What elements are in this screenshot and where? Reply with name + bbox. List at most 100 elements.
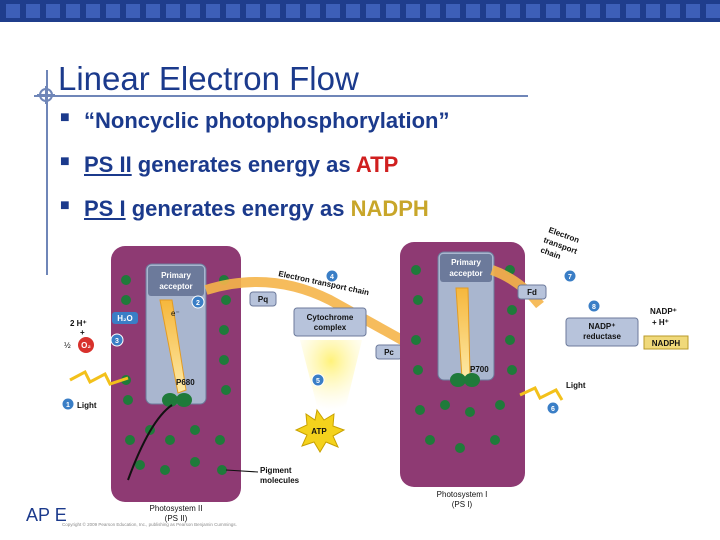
p680-label: P680 <box>176 378 195 387</box>
p700-chlorophyll <box>464 373 480 387</box>
electron-transport-chain-2: Electron transport chain 7 Fd 8 NADP⁺ re… <box>490 225 689 350</box>
pigment-callout: Pigment molecules <box>225 466 300 485</box>
half-label: ½ <box>64 341 71 350</box>
ps1-primary-acceptor-label-1: Primary <box>451 258 481 267</box>
light-left-label: Light <box>77 401 97 410</box>
nadph-box <box>643 335 689 350</box>
atp-label: ATP <box>311 427 327 436</box>
bullet-icon: ■ <box>60 197 70 214</box>
step-5-number: 5 <box>316 378 320 385</box>
photosystem-i: Primary acceptor P700 Photosystem I (PS … <box>400 242 525 509</box>
bullet-list: ■ “Noncyclic photophosphorylation” ■ PS II… <box>60 108 449 240</box>
etc1-flow-arrow <box>204 277 423 355</box>
p700-chlorophyll <box>450 373 466 387</box>
step-5-badge <box>311 373 325 387</box>
step-1-number: 1 <box>66 402 70 409</box>
photosystem-ii: Primary acceptor P680 Photosystem II (PS… <box>111 246 241 523</box>
step-8-number: 8 <box>592 304 596 311</box>
ps2-energy-arrow <box>159 299 187 394</box>
pigment-label-1: Pigment <box>260 466 292 475</box>
atp-highlight: ATP <box>355 152 399 177</box>
step-6-number: 6 <box>551 406 555 413</box>
h2o-label: H₂O <box>117 314 133 323</box>
bullet-text: generates energy as <box>125 196 351 221</box>
bullet-ps1-link[interactable]: PS I <box>84 196 126 221</box>
atp-production: 5 ATP <box>294 340 362 453</box>
vertical-rule <box>46 70 48 275</box>
ps2-primary-acceptor-label-1: Primary <box>161 271 191 280</box>
bullet-noncyclic: ■ “Noncyclic photophosphorylation” <box>60 108 449 152</box>
pigment-label-2: molecules <box>260 476 300 485</box>
step-7-badge <box>563 269 577 283</box>
bullet-ps2: ■ PS II generates energy as ATP <box>60 152 449 196</box>
top-banner <box>0 0 720 22</box>
o2-label: O₂ <box>81 341 91 350</box>
plus-label: + <box>80 328 85 337</box>
nadp-input-label-2: + H⁺ <box>652 318 669 327</box>
ps2-name-1: Photosystem II <box>150 504 203 513</box>
ps1-name-1: Photosystem I <box>437 490 488 499</box>
p680-chlorophyll <box>176 393 192 407</box>
title-underline <box>34 95 528 97</box>
bullet-ps1: ■ PS I generates energy as NADPH <box>60 196 449 240</box>
h-plus-label: 2 H⁺ <box>70 319 87 328</box>
nadp-reductase-label-1: NADP⁺ <box>589 322 616 331</box>
pc-label: Pc <box>384 348 394 357</box>
nadph-highlight: NADPH <box>350 196 429 221</box>
light-right-label: Light <box>566 381 586 390</box>
nadp-reductase-box <box>565 317 639 347</box>
ps2-name-2: (PS II) <box>165 514 188 523</box>
step-3-number: 3 <box>115 338 119 345</box>
light-input-right: Light 6 <box>519 381 586 415</box>
ps2-primary-acceptor-box <box>148 266 204 296</box>
step-4-number: 4 <box>330 274 334 281</box>
atp-glow <box>300 340 362 410</box>
bullet-text: “Noncyclic photophosphorylation” <box>84 108 450 133</box>
ps1-name-2: (PS I) <box>452 500 473 509</box>
step-3-badge <box>110 333 124 347</box>
nadph-label: NADPH <box>652 339 681 348</box>
cytochrome-label-1: Cytochrome <box>307 313 354 322</box>
ps1-pigments <box>411 265 517 453</box>
pq-box <box>249 291 277 307</box>
electron-label: e⁻ <box>171 309 180 318</box>
p680-chlorophyll <box>162 393 178 407</box>
pq-label: Pq <box>258 295 268 304</box>
water-splitting: H₂O 2 H⁺ + ½ O₂ <box>64 312 138 353</box>
step-1-badge <box>61 397 75 411</box>
light-input-left: 1 Light <box>61 369 129 411</box>
fd-label: Fd <box>527 288 537 297</box>
ps1-primary-acceptor-label-2: acceptor <box>449 269 482 278</box>
copyright-text: Copyright © 2009 Pearson Education, Inc.… <box>62 521 237 527</box>
bullet-text: generates energy as <box>131 152 356 177</box>
step-2-number: 2 <box>196 300 200 307</box>
footer-label: AP E <box>26 505 67 525</box>
crosshair-icon <box>37 86 55 104</box>
pigment-leader-line <box>225 469 259 473</box>
bullet-icon: ■ <box>60 153 70 170</box>
nadp-reductase-label-2: reductase <box>583 332 621 341</box>
step-2-badge <box>191 295 205 309</box>
step-6-badge <box>546 401 560 415</box>
bullet-icon: ■ <box>60 109 70 126</box>
step-4-badge <box>325 269 339 283</box>
cytochrome-label-2: complex <box>314 323 347 332</box>
p700-label: P700 <box>470 365 489 374</box>
step-8-badge <box>587 299 601 313</box>
ps2-energy-transfer-path <box>127 404 173 481</box>
ps1-primary-acceptor-box <box>440 254 492 282</box>
step-7-number: 7 <box>568 274 572 281</box>
light-wave-icon <box>69 369 129 386</box>
cytochrome-box <box>293 307 367 337</box>
bullet-ps2-link[interactable]: PS II <box>84 152 132 177</box>
light-wave-icon <box>519 386 564 401</box>
etc2-flow-arrow <box>490 265 544 309</box>
ps2-primary-acceptor-label-2: acceptor <box>159 282 192 291</box>
o2-circle <box>78 337 94 353</box>
nadp-input-label-1: NADP⁺ <box>650 307 677 316</box>
slide-title: Linear Electron Flow <box>58 60 359 97</box>
h2o-badge <box>112 312 138 324</box>
atp-burst-icon <box>294 408 346 453</box>
fd-box <box>517 284 547 300</box>
